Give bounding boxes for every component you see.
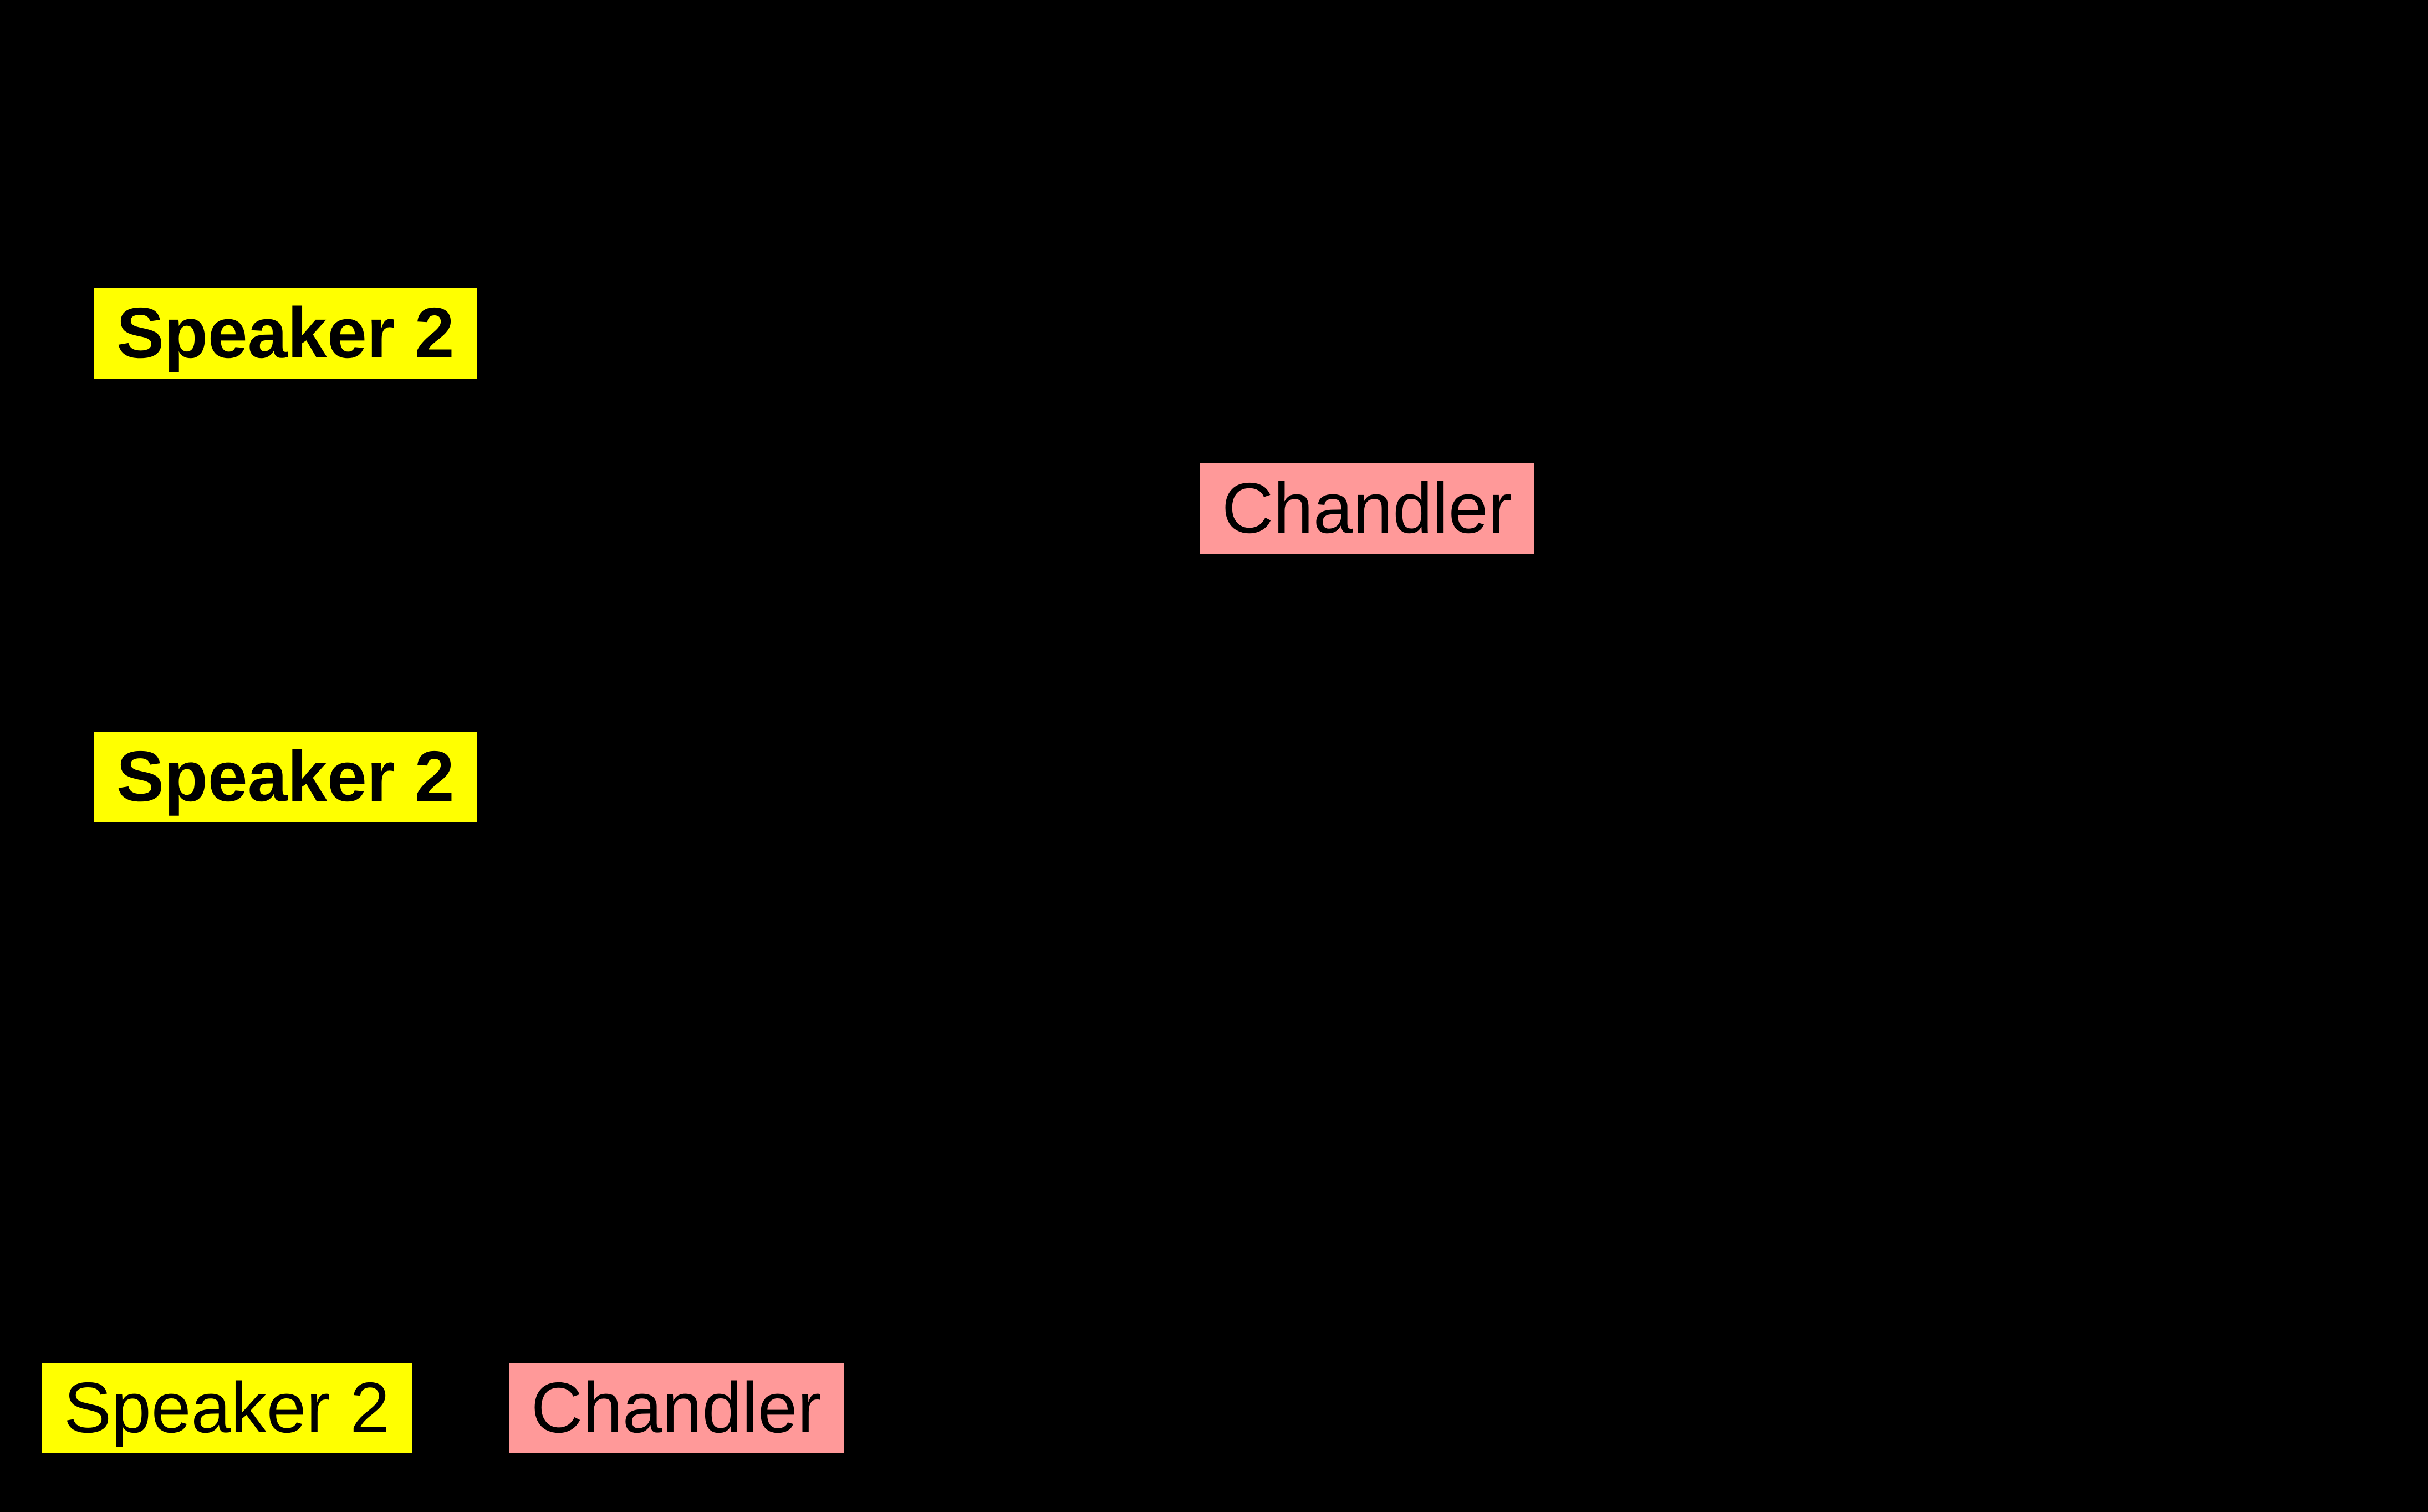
speaker-2-label-mid: Speaker 2 <box>94 732 477 822</box>
speaker-2-label-bottom: Speaker 2 <box>42 1363 412 1453</box>
chandler-label-middle: Chandler <box>1200 463 1534 554</box>
speaker-2-label-top: Speaker 2 <box>94 288 477 379</box>
chandler-label-bottom: Chandler <box>509 1363 844 1453</box>
